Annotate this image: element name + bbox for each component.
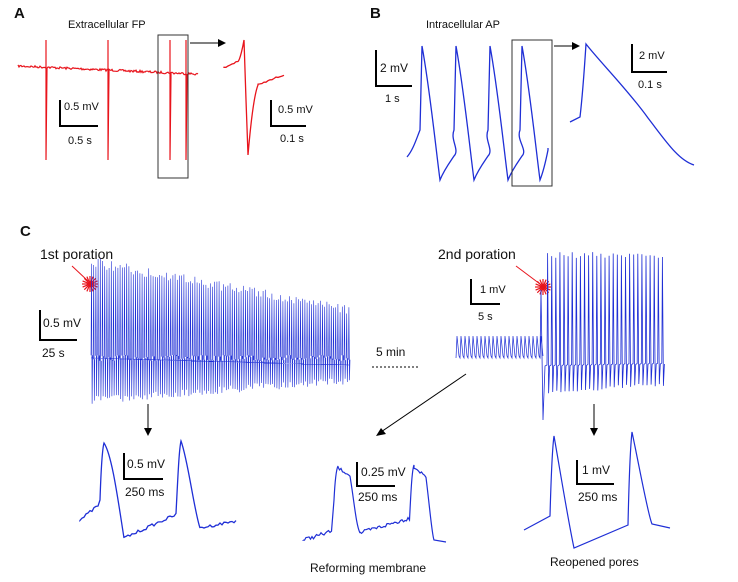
scale-bar-zoom-3 <box>576 460 614 485</box>
first-poration-label: 1st poration <box>40 246 113 262</box>
panel-letter-b: B <box>370 5 381 22</box>
scale-zoom-3-voltage: 1 mV <box>582 463 610 477</box>
scale-c-second-voltage: 1 mV <box>480 284 506 296</box>
zoom-3-trace <box>523 431 671 549</box>
zoom-box-a <box>157 34 189 179</box>
zoom-2-trace <box>302 464 447 543</box>
scale-b-left-time: 1 s <box>385 93 400 105</box>
scale-bar-b-right <box>631 44 667 73</box>
intracellular-zoom-trace <box>569 42 695 166</box>
scale-bar-b-left <box>375 50 412 87</box>
pre-poration-trace <box>455 335 544 360</box>
second-poration-pointer <box>515 265 541 285</box>
scale-bar-a-left <box>59 100 98 127</box>
first-poration-trace <box>90 258 351 404</box>
scale-c-first-voltage: 0.5 mV <box>43 316 81 330</box>
scale-b-left-voltage: 2 mV <box>380 61 408 75</box>
zoom-box-b <box>511 39 553 187</box>
scale-zoom-2-time: 250 ms <box>358 490 397 504</box>
zoom-1-trace <box>79 438 237 539</box>
arrow-to-zoom-2 <box>380 373 467 433</box>
scale-zoom-1-voltage: 0.5 mV <box>127 457 165 471</box>
arrow-head-zoom-2 <box>376 428 386 436</box>
arrow-head-b <box>572 42 580 50</box>
second-poration-label: 2nd poration <box>438 246 516 262</box>
scale-bar-a-right <box>270 100 306 127</box>
scale-zoom-2-voltage: 0.25 mV <box>361 465 406 479</box>
arrow-head-a <box>218 39 226 47</box>
panel-letter-c: C <box>20 223 31 240</box>
scale-bar-zoom-1 <box>123 453 163 480</box>
scale-bar-c-second <box>470 279 500 305</box>
scale-c-second-time: 5 s <box>478 311 493 323</box>
scale-b-right-voltage: 2 mV <box>639 50 665 62</box>
scale-a-right-time: 0.1 s <box>280 133 304 145</box>
scale-zoom-1-time: 250 ms <box>125 485 164 499</box>
scale-a-left-time: 0.5 s <box>68 135 92 147</box>
gap-label: 5 min <box>376 345 405 359</box>
arrow-head-zoom-1 <box>144 428 152 436</box>
second-poration-trace <box>539 252 665 421</box>
scale-bar-c-first <box>39 310 77 341</box>
scale-zoom-3-time: 250 ms <box>578 490 617 504</box>
poration-marker-2 <box>535 279 551 295</box>
first-poration-pointer <box>71 265 89 282</box>
arrow-head-zoom-3 <box>590 428 598 436</box>
panel-a-title: Extracellular FP <box>68 19 146 31</box>
extracellular-zoom-trace <box>223 39 285 156</box>
panel-b-title: Intracellular AP <box>426 19 500 31</box>
scale-a-right-voltage: 0.5 mV <box>278 104 314 116</box>
scale-b-right-time: 0.1 s <box>638 79 662 91</box>
extracellular-trace <box>17 40 199 161</box>
panel-letter-a: A <box>14 5 25 22</box>
scale-bar-zoom-2 <box>356 462 395 487</box>
marker-ray <box>82 280 98 288</box>
intracellular-trace <box>406 45 549 183</box>
caption-reopened: Reopened pores <box>550 555 639 569</box>
caption-reforming: Reforming membrane <box>310 561 426 575</box>
scale-c-first-time: 25 s <box>42 346 65 360</box>
scale-a-left-voltage: 0.5 mV <box>64 101 100 113</box>
